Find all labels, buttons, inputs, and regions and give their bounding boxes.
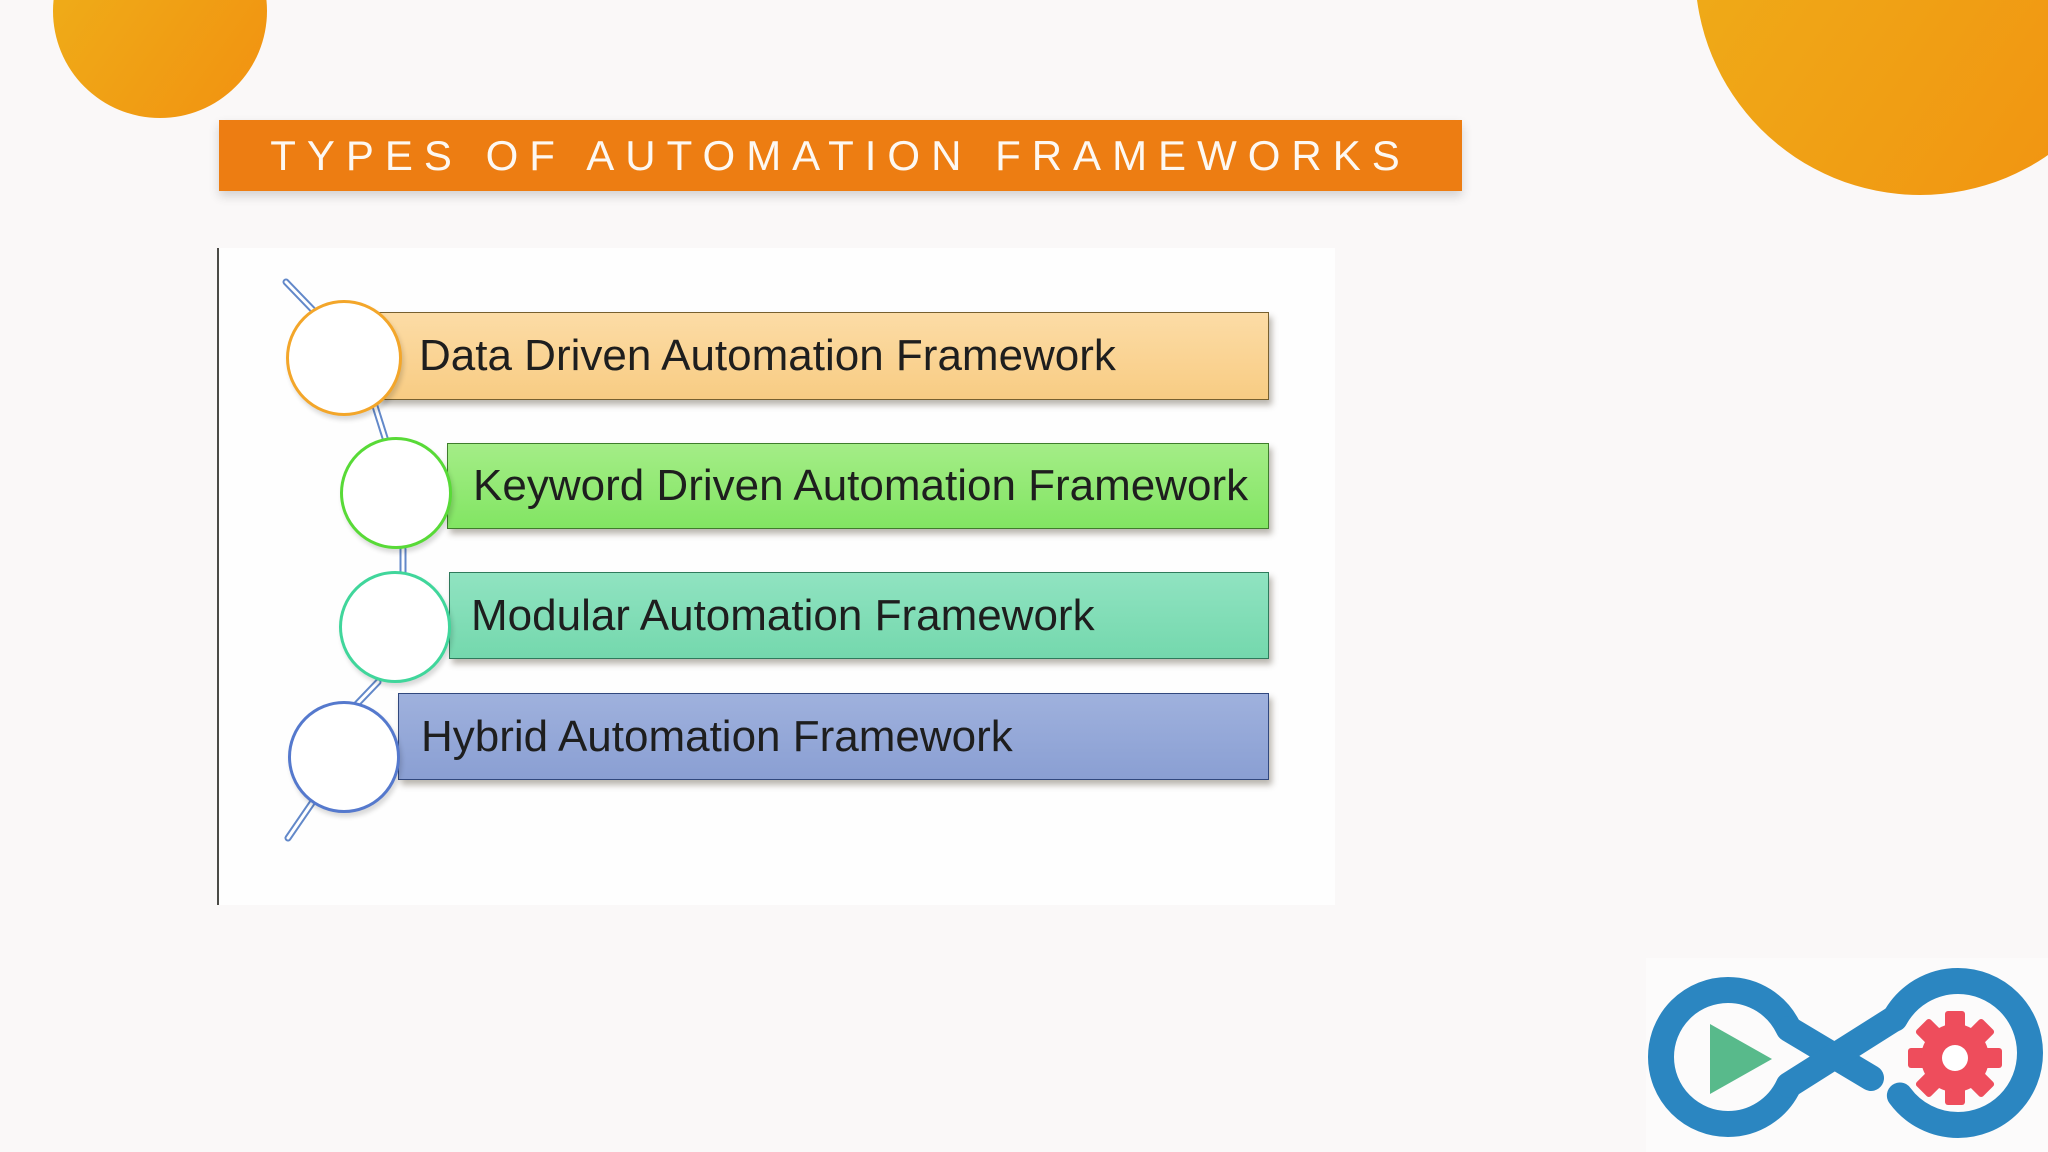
framework-circle-2 xyxy=(340,437,452,549)
gear-icon xyxy=(1908,1011,2002,1105)
framework-bar-data-driven: Data Driven Automation Framework xyxy=(378,312,1269,400)
framework-bar-modular: Modular Automation Framework xyxy=(449,572,1269,659)
framework-circle-3 xyxy=(339,571,451,683)
decor-circle-top-left xyxy=(53,0,267,118)
page-title: TYPES OF AUTOMATION FRAMEWORKS xyxy=(270,132,1411,179)
play-icon xyxy=(1710,1024,1772,1094)
framework-label: Hybrid Automation Framework xyxy=(421,711,1013,761)
framework-circle-4 xyxy=(288,701,400,813)
logo-card xyxy=(1646,958,2048,1152)
framework-label: Data Driven Automation Framework xyxy=(419,331,1116,380)
panel-left-rule xyxy=(217,248,219,905)
title-banner: TYPES OF AUTOMATION FRAMEWORKS xyxy=(219,120,1462,191)
automation-logo xyxy=(1648,968,2043,1138)
framework-bar-hybrid: Hybrid Automation Framework xyxy=(398,693,1269,780)
framework-label: Modular Automation Framework xyxy=(471,590,1095,640)
infinity-loop-icon xyxy=(1648,968,2043,1138)
decor-circle-top-right xyxy=(1695,0,2048,195)
framework-label: Keyword Driven Automation Framework xyxy=(473,461,1249,510)
framework-bar-keyword-driven: Keyword Driven Automation Framework xyxy=(447,443,1269,529)
framework-circle-1 xyxy=(286,300,402,416)
gear-hole xyxy=(1942,1045,1968,1071)
